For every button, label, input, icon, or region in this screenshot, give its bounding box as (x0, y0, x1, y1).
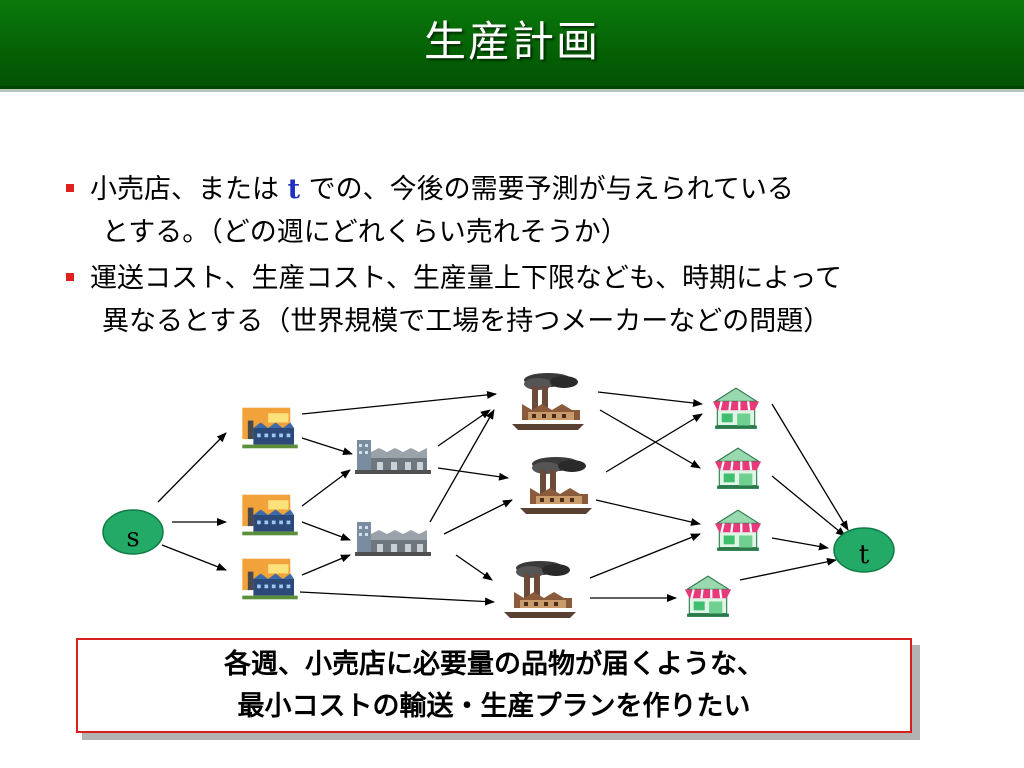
edge (437, 409, 491, 447)
edge (437, 467, 509, 481)
bullet-text-line2: とする。（どの週にどれくらい売れそうか） (102, 217, 628, 248)
edge (301, 390, 497, 415)
edge (301, 521, 351, 541)
store-icon (713, 447, 763, 490)
edge (443, 499, 513, 535)
edge (455, 554, 493, 581)
factory-icon (504, 561, 576, 618)
plant-icon (242, 407, 298, 449)
edge (299, 591, 495, 606)
network-edges (157, 390, 849, 606)
edge (301, 437, 353, 456)
variable-t: t (287, 174, 301, 205)
edge (605, 413, 703, 473)
edge (771, 403, 849, 531)
factory-icon (512, 373, 584, 430)
edge (597, 391, 703, 407)
source-label: s (126, 523, 139, 553)
bullet-text-line2: 異なるとする（世界規模で工場を持つメーカーなどの問題） (102, 306, 831, 337)
plant-icon (242, 558, 298, 600)
callout-line1: 各週、小売店に必要量の品物が届くような、 (224, 649, 764, 680)
store-icon (713, 509, 763, 552)
bullet-item-costs: 運送コスト、生産コスト、生産量上下限なども、時期によって 異なるとする（世界規模… (62, 257, 962, 343)
store-icon (683, 575, 733, 618)
bullet-marker-icon (66, 184, 74, 192)
edge (161, 544, 227, 571)
store-icon (711, 387, 761, 430)
edge (771, 537, 829, 551)
title-shadow (0, 89, 1024, 92)
bullet-text-line1: 運送コスト、生産コスト、生産量上下限なども、時期によって (90, 263, 842, 294)
sink-node: t (833, 527, 895, 573)
bullet-list: 小売店、または t での、今後の需要予測が与えられている とする。（どの週にどれ… (62, 168, 962, 346)
edge (771, 475, 846, 537)
title-bar (0, 0, 1024, 89)
warehouse-icon (355, 440, 431, 474)
edge (301, 554, 351, 576)
edge (157, 432, 227, 503)
source-node: s (102, 509, 164, 555)
warehouse-icon (355, 522, 431, 556)
edge (301, 469, 351, 507)
edge (739, 557, 837, 581)
bullet-text-prefix: 小売店、または (90, 174, 288, 205)
supply-network-diagram: s t (102, 373, 895, 618)
plant-icon (242, 494, 298, 536)
bullet-marker-icon (66, 273, 74, 281)
bullet-text-suffix: での、今後の需要予測が与えられている (300, 174, 794, 205)
page-title: 生産計画 (423, 17, 600, 66)
sink-label: t (859, 540, 870, 570)
callout-line2: 最小コストの輸送・生産プランを作りたい (237, 691, 751, 722)
goal-callout: 各週、小売店に必要量の品物が届くような、 最小コストの輸送・生産プランを作りたい (76, 638, 912, 733)
edge (595, 499, 701, 526)
edge (429, 409, 495, 523)
bullet-item-demand: 小売店、または t での、今後の需要予測が与えられている とする。（どの週にどれ… (62, 168, 962, 254)
edge (599, 409, 701, 469)
factory-icon (520, 457, 592, 514)
edge (589, 533, 701, 579)
